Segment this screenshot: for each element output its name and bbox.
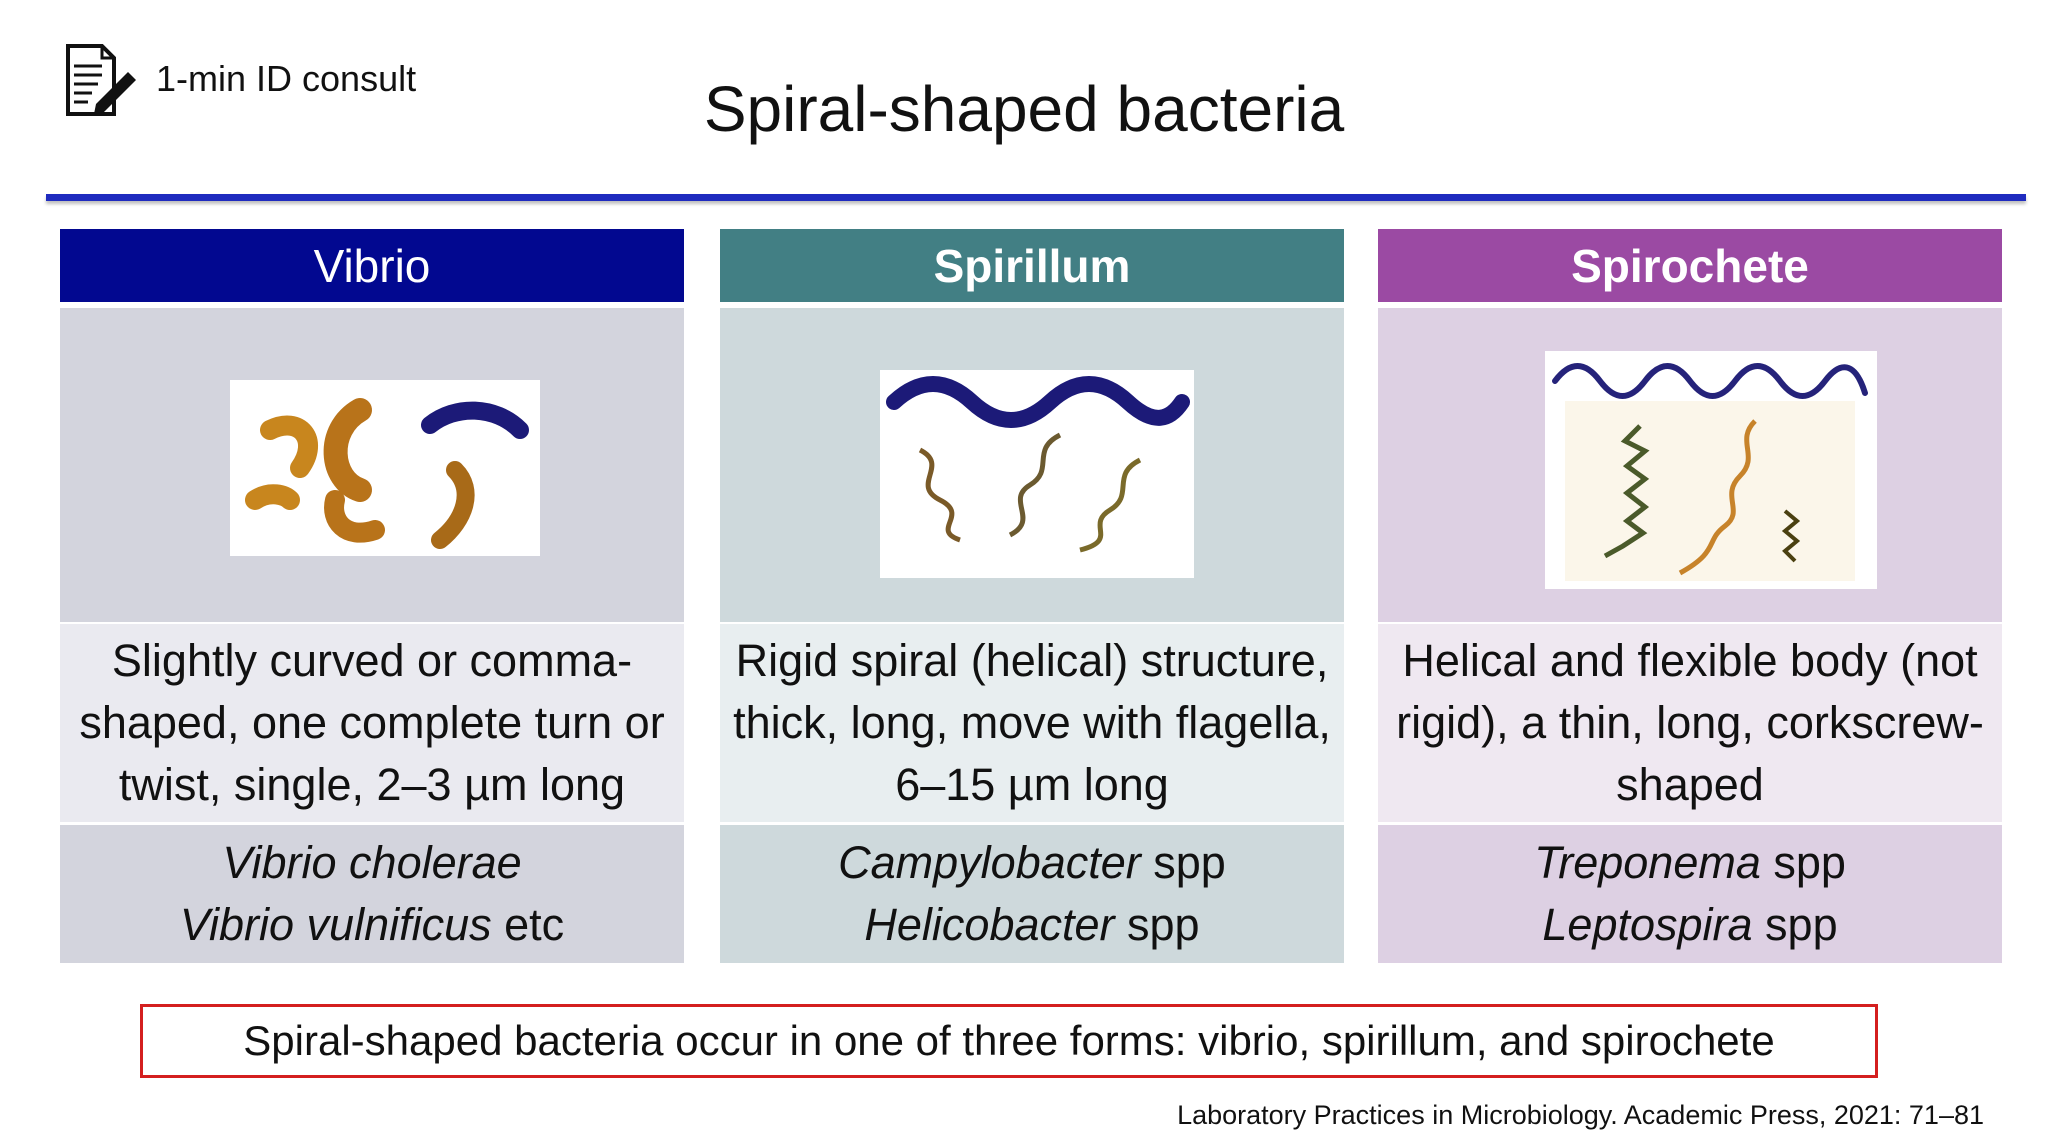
example-line: Treponema spp — [1534, 837, 1846, 888]
spirochete-column: Spirochete Helical and flexible body (no… — [1378, 229, 2002, 963]
spirillum-examples: Campylobacter spp Helicobacter spp — [720, 825, 1344, 963]
spirochete-image-cell — [1378, 308, 2002, 622]
vibrio-description: Slightly curved or comma-shaped, one com… — [60, 624, 684, 822]
example-line: Leptospira spp — [1542, 899, 1838, 950]
vibrio-examples: Vibrio cholerae Vibrio vulnificus etc — [60, 825, 684, 963]
spirillum-heading: Spirillum — [720, 229, 1344, 302]
example-line: Helicobacter spp — [864, 899, 1200, 950]
spirochete-illustration — [1545, 351, 1877, 589]
example-line: Campylobacter spp — [838, 837, 1226, 888]
spirillum-column: Spirillum Rigid spiral (helical) structu… — [720, 229, 1344, 963]
title-divider — [46, 194, 2026, 201]
spirochete-heading: Spirochete — [1378, 229, 2002, 302]
spirochete-examples: Treponema spp Leptospira spp — [1378, 825, 2002, 963]
spirillum-illustration — [880, 370, 1194, 578]
brand-label: 1-min ID consult — [156, 58, 417, 99]
spirochete-description: Helical and flexible body (not rigid), a… — [1378, 624, 2002, 822]
page-title: Spiral-shaped bacteria — [703, 73, 1345, 145]
citation: Laboratory Practices in Microbiology. Ac… — [1177, 1100, 1984, 1130]
summary-box: Spiral-shaped bacteria occur in one of t… — [140, 1004, 1878, 1078]
vibrio-illustration — [230, 380, 540, 556]
vibrio-image-cell — [60, 308, 684, 622]
document-edit-icon — [66, 44, 136, 116]
example-line: Vibrio vulnificus etc — [179, 899, 565, 950]
spirillum-description: Rigid spiral (helical) structure, thick,… — [720, 624, 1344, 822]
vibrio-column: Vibrio Slightly curved or comma-shaped, … — [60, 229, 684, 963]
vibrio-heading: Vibrio — [60, 229, 684, 302]
spirillum-image-cell — [720, 308, 1344, 622]
example-line: Vibrio cholerae — [222, 837, 522, 888]
